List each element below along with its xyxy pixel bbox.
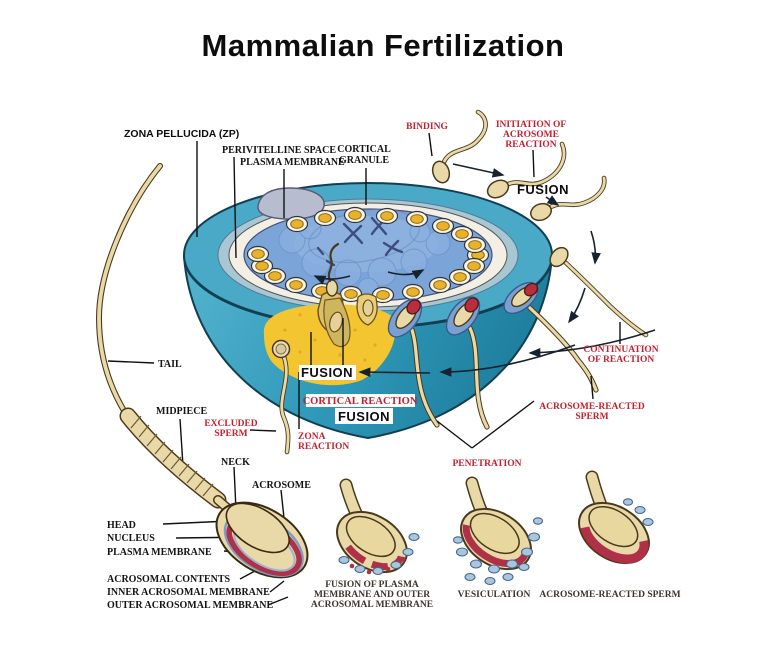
acrosome-reacted-right-label-2: SPERM (575, 412, 608, 422)
acrosome-reaction-stages (336, 470, 654, 586)
fusion-membranes-label: FUSION OF PLASMA (325, 580, 419, 590)
to-fusion-arrow-1 (439, 344, 576, 377)
acrosome-label: ACROSOME (252, 480, 311, 491)
penetrating-sperm-2 (445, 296, 481, 336)
acrosome-reacted-right-label: ACROSOME-REACTED (539, 402, 645, 412)
vesiculation-label: VESICULATION (458, 590, 531, 600)
head-label: HEAD (107, 520, 136, 531)
fusion-membranes-label-2: MEMBRANE AND OUTER (314, 590, 430, 600)
fusion-sperm-tail (327, 242, 340, 283)
cortical-granule-label-2: GRANULE (339, 155, 389, 166)
midpiece-striations (130, 415, 214, 497)
penetration-channel (317, 242, 378, 348)
outer-acrosomal-membrane-label: OUTER ACROSOMAL MEMBRANE (107, 600, 273, 611)
cortical-wave-arrow-left (313, 275, 351, 285)
initiation-sperm-head (486, 179, 510, 199)
tail-label: TAIL (158, 359, 182, 370)
fusion-membranes-label-3: ACROSOMAL MEMBRANE (311, 600, 433, 610)
excluded-sperm-label-2: SPERM (214, 429, 247, 439)
fusion-low-label: FUSION (338, 409, 390, 424)
penetrating-sperm-group (387, 281, 599, 430)
fusing-sperm-head (329, 311, 343, 333)
binding-to-initiation-arrow (452, 163, 505, 178)
cortical-reaction-label: CORTICAL REACTION (303, 396, 418, 407)
excluded-sperm-label: EXCLUDED (204, 419, 257, 429)
continuation-label-2: OF REACTION (588, 355, 655, 365)
to-fusion-arrow-2 (358, 367, 431, 377)
continuation-label: CONTINUATION (583, 345, 658, 355)
fusion-mid-bg (299, 365, 356, 380)
egg-oocyte (183, 182, 553, 440)
acrosome-stage-labels: FUSION OF PLASMA MEMBRANE AND OUTER ACRO… (311, 580, 681, 610)
fusion-mid-label: FUSION (301, 365, 353, 380)
zona-pellucida-label: ZONA PELLUCIDA (ZP) (124, 128, 239, 140)
cortical-wave-arrow-right (387, 269, 425, 280)
initiation-label-2: ACROSOME (503, 130, 559, 140)
free-sperm-group (271, 109, 649, 455)
stage-arrows (358, 163, 656, 377)
chromosomes (316, 216, 404, 267)
sperm-anatomy-labels: TAIL MIDPIECE NECK ACROSOME HEAD NUCLEUS… (107, 359, 311, 611)
sperm-plasma-membrane-label: PLASMA MEMBRANE (107, 547, 212, 558)
meiotic-spindle (308, 208, 420, 267)
stage2-vesicles (452, 517, 544, 586)
sperm-anatomy-figure (95, 163, 309, 579)
stage-fusion-figure (336, 478, 420, 576)
leader-lines (107, 132, 621, 606)
penetrating-sperm-1 (387, 298, 423, 338)
stage1-vesicles (338, 532, 420, 576)
stage-vesiculation-figure (452, 476, 544, 586)
continuation-arrow-2 (568, 287, 586, 324)
cytoplasm-vesicles (278, 216, 451, 299)
binding-label: BINDING (406, 122, 448, 132)
continuation-arrow-1 (590, 230, 601, 265)
inner-acrosomal-membrane-label: INNER ACROSOMAL MEMBRANE (107, 587, 270, 598)
acrosomal-contents-label: ACROSOMAL CONTENTS (107, 574, 231, 585)
egg-labels: ZONA PELLUCIDA (ZP) PERIVITELLINE SPACE … (124, 128, 391, 168)
nucleus-shape (225, 502, 290, 554)
nucleus-label: NUCLEUS (107, 533, 155, 544)
fusion-top-label: FUSION (517, 182, 569, 197)
perivitelline-space-label: PERIVITELLINE SPACE (222, 145, 336, 156)
stage-reacted-figure (578, 470, 654, 565)
fusing-sperm-head-2 (362, 299, 374, 317)
stage3-vesicles (622, 498, 654, 527)
zona-reaction-label-2: REACTION (298, 442, 349, 452)
fusion-sperm-head (325, 279, 339, 297)
initiation-label-3: REACTION (505, 140, 556, 150)
midpiece-label: MIDPIECE (156, 406, 207, 417)
to-penetrating-sperm-arrow (528, 329, 656, 358)
continuation-sperm-head (549, 246, 569, 268)
stage-labels: BINDING INITIATION OF ACROSOME REACTION … (204, 120, 658, 469)
zona-reaction-label: ZONA (298, 432, 326, 442)
fusion-top-arrow (545, 195, 560, 206)
fusing-sperm-right-head (530, 202, 552, 222)
fusion-low-bg (335, 408, 393, 424)
acrosome-reacted-bottom-label: ACROSOME-REACTED SPERM (539, 590, 680, 600)
neck-label: NECK (221, 457, 250, 468)
sperm-head-section (215, 501, 309, 579)
polar-body (257, 187, 325, 220)
zona-reaction-area (263, 304, 396, 386)
initiation-label: INITIATION OF (496, 120, 566, 130)
binding-sperm-head (431, 160, 451, 184)
page-title: Mammalian Fertilization (202, 28, 565, 63)
penetrating-sperm-3 (503, 281, 539, 315)
cortical-reaction-bg (306, 394, 415, 407)
cortical-granule-label: CORTICAL (337, 144, 391, 155)
penetration-label: PENETRATION (453, 459, 522, 469)
plasma-membrane-label: PLASMA MEMBRANE (240, 157, 345, 168)
